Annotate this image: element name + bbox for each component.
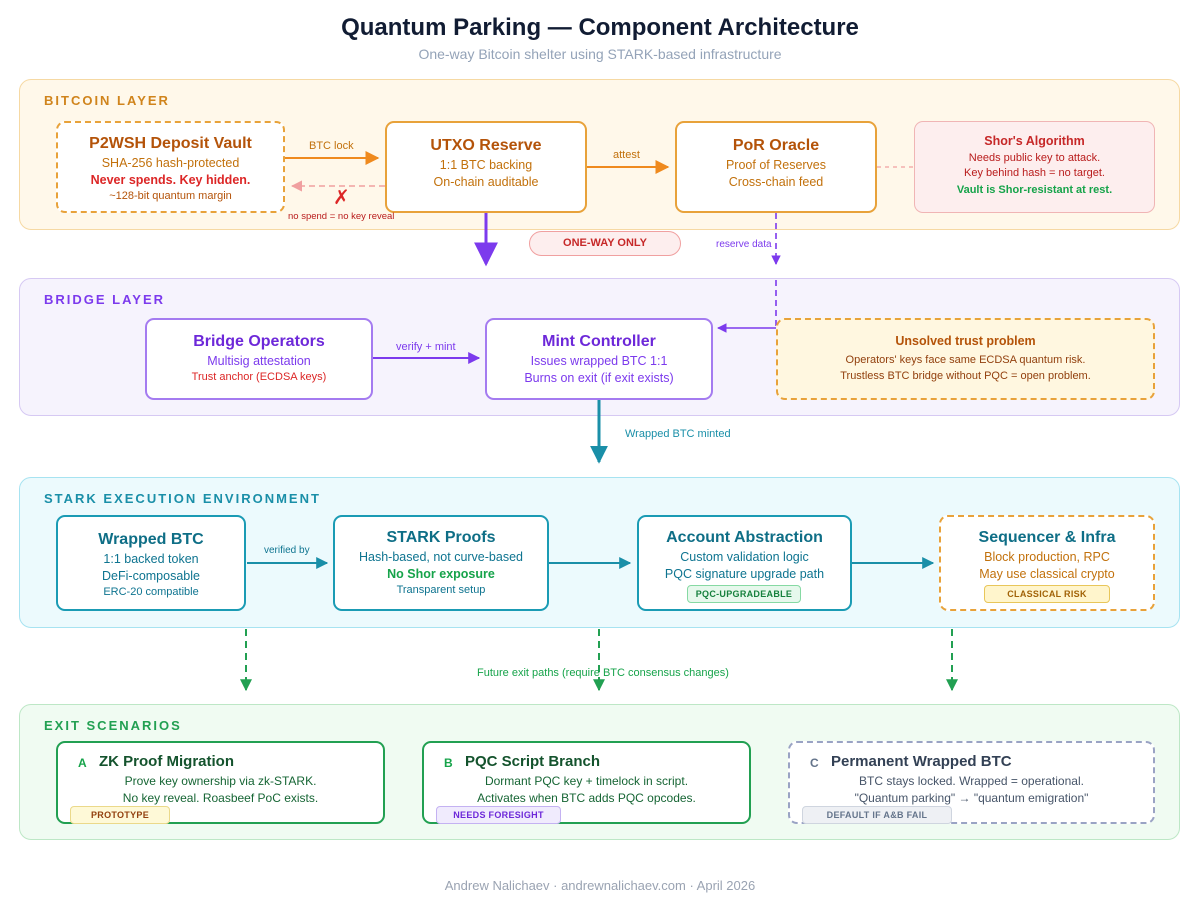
- mint-line2: Burns on exit (if exit exists): [524, 371, 674, 385]
- account-line1: Custom validation logic: [680, 550, 809, 564]
- verified-by-label: verified by: [264, 545, 310, 556]
- btc-lock-label: BTC lock: [309, 140, 354, 152]
- exit-a-line2: No key reveal. Roasbeef PoC exists.: [122, 791, 319, 805]
- exit-c-line2: "Quantum parking" → "quantum emigration": [854, 791, 1089, 805]
- exit-b-letter: B: [444, 756, 453, 770]
- bridge-operators: Bridge Operators Multisig attestation Tr…: [145, 318, 373, 400]
- vault-line3: ~128-bit quantum margin: [109, 190, 232, 202]
- page-title: Quantum Parking — Component Architecture: [341, 14, 859, 41]
- p2wsh-deposit-vault: P2WSH Deposit Vault SHA-256 hash-protect…: [56, 121, 285, 213]
- exit-a-line1: Prove key ownership via zk-STARK.: [124, 774, 317, 788]
- bridge-layer-label: BRIDGE LAYER: [44, 292, 166, 307]
- shor-line3: Vault is Shor-resistant at rest.: [956, 184, 1113, 196]
- shor-line2: Key behind hash = no target.: [964, 167, 1105, 179]
- utxo-reserve: UTXO Reserve 1:1 BTC backing On-chain au…: [385, 121, 587, 213]
- wrapped-title: Wrapped BTC: [98, 531, 204, 548]
- sequencer-title: Sequencer & Infra: [978, 529, 1116, 546]
- proofs-line2: No Shor exposure: [387, 567, 495, 581]
- oracle-line2: Cross-chain feed: [728, 175, 824, 189]
- mint-title: Mint Controller: [542, 333, 656, 350]
- sequencer-line1: Block production, RPC: [984, 550, 1110, 564]
- proofs-line3: Transparent setup: [396, 584, 486, 596]
- sequencer-line2: May use classical crypto: [979, 567, 1115, 581]
- exit-b-line1: Dormant PQC key + timelock in script.: [484, 774, 689, 788]
- operators-line2: Trust anchor (ECDSA keys): [191, 371, 327, 383]
- exit-b-line2: Activates when BTC adds PQC opcodes.: [477, 791, 696, 805]
- account-title: Account Abstraction: [666, 529, 823, 546]
- bitcoin-layer-label: BITCOIN LAYER: [44, 93, 170, 108]
- wrapped-line2: DeFi-composable: [102, 569, 200, 583]
- exit-c-title: Permanent Wrapped BTC: [831, 753, 1012, 770]
- stark-layer-label: STARK EXECUTION ENVIRONMENT: [44, 491, 321, 506]
- wrapped-minted-label: Wrapped BTC minted: [625, 428, 731, 440]
- exit-a-letter: A: [78, 756, 87, 770]
- operators-line1: Multisig attestation: [207, 354, 311, 368]
- vault-line2: Never spends. Key hidden.: [90, 173, 251, 187]
- exit-layer-label: EXIT SCENARIOS: [44, 718, 182, 733]
- por-oracle: PoR Oracle Proof of Reserves Cross-chain…: [675, 121, 877, 213]
- trust-line1: Operators' keys face same ECDSA quantum …: [845, 354, 1086, 366]
- utxo-line2: On-chain auditable: [433, 175, 539, 189]
- no-spend-label: no spend = no key reveal: [288, 211, 395, 222]
- reserve-data-label: reserve data: [716, 239, 772, 250]
- pqc-upgradeable-badge: PQC-UPGRADEABLE: [687, 585, 801, 603]
- wrapped-btc: Wrapped BTC 1:1 backed token DeFi-compos…: [56, 515, 246, 611]
- prototype-badge: PROTOTYPE: [70, 806, 170, 824]
- proofs-title: STARK Proofs: [386, 529, 496, 546]
- exit-a-title: ZK Proof Migration: [99, 753, 234, 770]
- shor-title: Shor's Algorithm: [984, 134, 1085, 148]
- exit-a-zk-proof-migration: A ZK Proof Migration Prove key ownership…: [56, 741, 385, 824]
- one-way-only-badge: ONE-WAY ONLY: [529, 231, 681, 256]
- vault-title: P2WSH Deposit Vault: [89, 135, 252, 152]
- verify-mint-label: verify + mint: [396, 341, 456, 353]
- sequencer-infra: Sequencer & Infra Block production, RPC …: [939, 515, 1155, 611]
- future-exit-label: Future exit paths (require BTC consensus…: [477, 667, 729, 679]
- utxo-title: UTXO Reserve: [430, 137, 542, 154]
- proofs-line1: Hash-based, not curve-based: [359, 550, 523, 564]
- trust-line2: Trustless BTC bridge without PQC = open …: [840, 370, 1091, 382]
- account-line2: PQC signature upgrade path: [664, 567, 825, 581]
- vault-line1: SHA-256 hash-protected: [101, 156, 240, 170]
- stark-proofs: STARK Proofs Hash-based, not curve-based…: [333, 515, 549, 611]
- exit-c-letter: C: [810, 756, 819, 770]
- exit-c-line1: BTC stays locked. Wrapped = operational.: [859, 774, 1084, 788]
- footer-credit: Andrew Nalichaev · andrewnalichaev.com ·…: [444, 878, 756, 893]
- wrapped-line1: 1:1 backed token: [103, 552, 199, 566]
- mint-line1: Issues wrapped BTC 1:1: [530, 354, 668, 368]
- shor-line1: Needs public key to attack.: [968, 152, 1101, 164]
- exit-b-title: PQC Script Branch: [465, 753, 601, 770]
- utxo-line1: 1:1 BTC backing: [439, 158, 533, 172]
- classical-risk-badge: CLASSICAL RISK: [984, 585, 1110, 603]
- default-fallback-badge: DEFAULT IF A&B FAIL: [802, 806, 952, 824]
- attest-label: attest: [613, 149, 640, 161]
- page-subtitle: One-way Bitcoin shelter using STARK-base…: [418, 46, 782, 62]
- oracle-title: PoR Oracle: [732, 137, 820, 154]
- needs-foresight-badge: NEEDS FORESIGHT: [436, 806, 561, 824]
- unsolved-trust-note: Unsolved trust problem Operators' keys f…: [776, 318, 1155, 400]
- shor-algorithm-note: Shor's Algorithm Needs public key to att…: [914, 121, 1155, 213]
- no-spend-cross-icon: ✗: [333, 187, 350, 209]
- mint-controller: Mint Controller Issues wrapped BTC 1:1 B…: [485, 318, 713, 400]
- operators-title: Bridge Operators: [193, 333, 325, 350]
- trust-title: Unsolved trust problem: [895, 334, 1036, 348]
- oracle-line1: Proof of Reserves: [725, 158, 827, 172]
- wrapped-line3: ERC-20 compatible: [103, 586, 199, 598]
